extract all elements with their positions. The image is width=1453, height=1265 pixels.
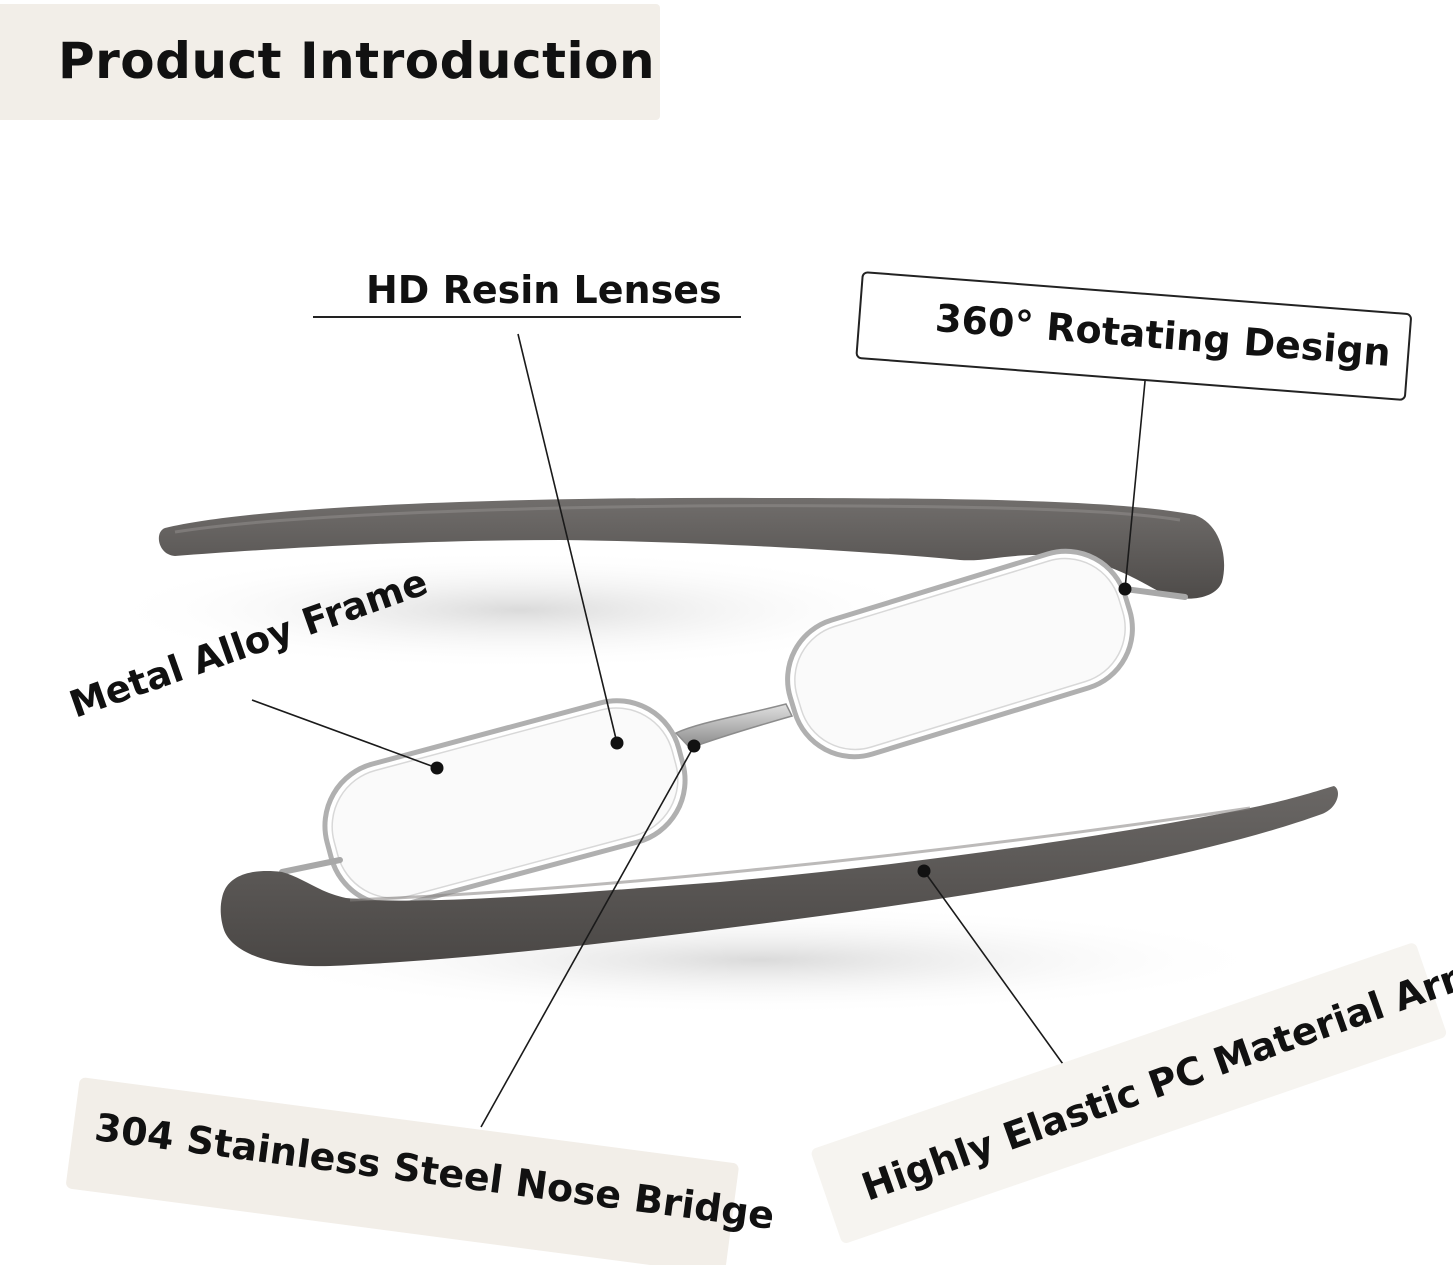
callout-label-lenses: HD Resin Lenses bbox=[366, 268, 722, 312]
leader-line-lenses bbox=[517, 333, 618, 744]
lens-right bbox=[794, 557, 1126, 751]
lens-left bbox=[331, 707, 679, 899]
temple-arm-bottom-highlight bbox=[349, 806, 1251, 902]
leader-line-bridge bbox=[480, 745, 695, 1128]
temple-arm-bottom bbox=[220, 786, 1339, 967]
hinge-rod-top bbox=[1122, 586, 1188, 600]
callout-dot-rotating bbox=[1118, 582, 1132, 596]
callout-dot-arm bbox=[917, 864, 931, 878]
temple-arm-top-highlight bbox=[174, 504, 1181, 534]
temple-arm-top bbox=[158, 497, 1225, 599]
hinge-rod-bottom bbox=[279, 857, 343, 875]
shadow-top bbox=[100, 550, 940, 670]
nose-bridge bbox=[674, 703, 794, 749]
title-banner: Product Introduction bbox=[0, 4, 660, 120]
callout-dot-lenses bbox=[610, 736, 624, 750]
page-title: Product Introduction bbox=[58, 32, 656, 90]
callout-underline-lenses bbox=[313, 316, 741, 318]
leader-line-rotating bbox=[1124, 370, 1147, 590]
leader-line-frame bbox=[251, 699, 438, 769]
callout-dot-frame bbox=[430, 761, 444, 775]
callout-dot-bridge bbox=[687, 739, 701, 753]
leader-line-arm bbox=[923, 870, 1074, 1079]
